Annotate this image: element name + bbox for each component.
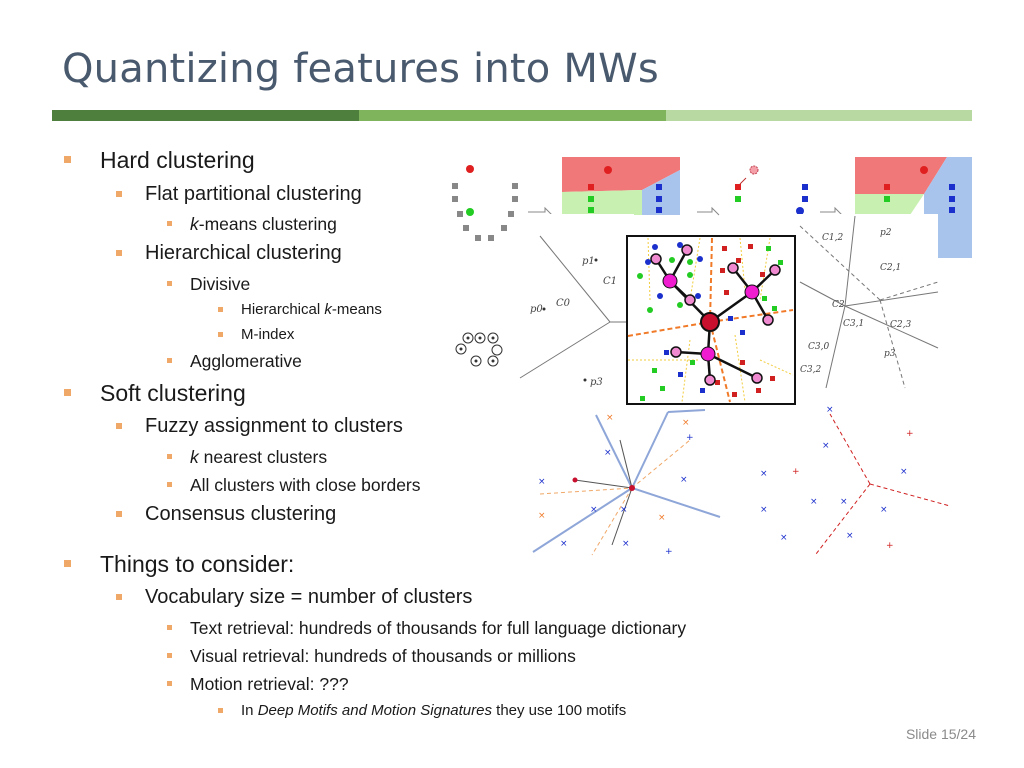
soft-clustering-right-figure: × + × × × + × × × × × × + — [760, 405, 951, 555]
bullet-vocab-size: Vocabulary size = number of clusters — [116, 586, 472, 609]
label-p3-left: p3 — [590, 377, 603, 388]
hierarchical-kmeans-figure — [626, 235, 796, 405]
bullet-motion-retrieval: Motion retrieval: ??? — [167, 674, 349, 695]
bullet-marker — [167, 221, 172, 226]
bullet-hard-clustering: Hard clustering — [64, 147, 255, 174]
bullet-marker — [218, 332, 223, 337]
svg-text:×: × — [604, 448, 612, 458]
kmeans-step-3-figure — [735, 165, 808, 215]
svg-text:+: + — [665, 547, 673, 557]
bullet-marker — [116, 594, 122, 600]
svg-text:×: × — [846, 531, 854, 541]
svg-text:×: × — [680, 475, 688, 485]
label-p2: p2 — [880, 228, 892, 238]
svg-text:×: × — [760, 469, 768, 479]
soft-clustering-left-figure: × × + × × × × × × × × × + — [532, 409, 721, 557]
bullet-marker — [64, 560, 71, 567]
bullet-marker — [167, 681, 172, 686]
bullet-marker — [167, 653, 172, 658]
svg-text:×: × — [780, 533, 788, 543]
kmeans-step-2-figure — [562, 157, 680, 215]
label-c21: C2,1 — [880, 263, 901, 273]
label-c31: C3,1 — [843, 319, 864, 329]
title-underline-segment-3 — [666, 110, 972, 121]
label-c2: C2 — [832, 300, 845, 310]
bullet-flat: Flat partitional clustering — [116, 183, 362, 206]
title-underline-segment-2 — [359, 110, 666, 121]
bullet-marker — [116, 511, 122, 517]
bullet-text-retrieval: Text retrieval: hundreds of thousands fo… — [167, 618, 686, 639]
svg-text:×: × — [622, 539, 630, 549]
label-c0: C0 — [556, 298, 571, 309]
bullet-mindex: M-index — [218, 326, 294, 343]
svg-text:×: × — [658, 513, 666, 523]
bullet-k-nearest: k nearest clusters — [167, 447, 327, 468]
svg-text:×: × — [620, 505, 628, 515]
svg-text:×: × — [810, 497, 818, 507]
bullet-fuzzy: Fuzzy assignment to clusters — [116, 415, 403, 438]
bullet-soft-clustering: Soft clustering — [64, 380, 246, 407]
bullet-divisive: Divisive — [167, 274, 250, 295]
bullet-marker — [64, 389, 71, 396]
bullet-hierarchical-kmeans: Hierarchical k-means — [218, 301, 382, 318]
label-p0: p0 — [530, 304, 543, 315]
bullet-marker — [218, 708, 223, 713]
title-underline-segment-1 — [52, 110, 359, 121]
voronoi-right-figure: C1,2 p2 C2,1 C2 C3,1 C2,3 C3,0 p3 C3,2 — [796, 214, 939, 389]
bullet-agglomerative: Agglomerative — [167, 351, 302, 372]
svg-text:×: × — [880, 505, 888, 515]
svg-text:×: × — [826, 405, 834, 415]
svg-text:×: × — [590, 505, 598, 515]
svg-text:+: + — [886, 541, 894, 551]
slide-title: Quantizing features into MWs — [62, 46, 659, 92]
svg-text:×: × — [538, 477, 546, 487]
label-c23: C2,3 — [890, 320, 911, 330]
svg-text:×: × — [560, 539, 568, 549]
bullet-marker — [167, 625, 172, 630]
slide-number: Slide 15/24 — [905, 726, 976, 742]
svg-text:×: × — [760, 505, 768, 515]
bullet-close-borders: All clusters with close borders — [167, 475, 421, 496]
kmeans-step-1-figure — [452, 165, 518, 241]
bullet-visual-retrieval: Visual retrieval: hundreds of thousands … — [167, 646, 576, 667]
bullet-marker — [167, 281, 172, 286]
bullet-kmeans: k-means clustering — [167, 214, 337, 235]
bullet-marker — [218, 307, 223, 312]
bullet-marker — [116, 423, 122, 429]
bullet-deep-motifs: In Deep Motifs and Motion Signatures the… — [218, 702, 626, 719]
svg-text:×: × — [900, 467, 908, 477]
bullet-marker — [167, 454, 172, 459]
svg-text:×: × — [538, 511, 546, 521]
label-c32: C3,2 — [800, 365, 821, 375]
bullet-marker — [167, 482, 172, 487]
voronoi-left-figure: p1 C1 p0 C0 p3 — [516, 214, 634, 388]
bullet-marker — [64, 156, 71, 163]
svg-text:+: + — [906, 429, 914, 439]
bullet-hierarchical: Hierarchical clustering — [116, 242, 342, 265]
bullet-marker — [116, 250, 122, 256]
svg-text:×: × — [682, 418, 690, 428]
circled-points-figure — [455, 332, 503, 367]
label-c12: C1,2 — [822, 233, 843, 243]
label-c1: C1 — [603, 276, 617, 287]
svg-text:×: × — [840, 497, 848, 507]
bullet-things-to-consider: Things to consider: — [64, 551, 294, 578]
svg-text:×: × — [822, 441, 830, 451]
svg-text:×: × — [606, 413, 614, 423]
bullet-marker — [116, 191, 122, 197]
bullet-consensus: Consensus clustering — [116, 503, 336, 526]
label-c30: C3,0 — [808, 342, 829, 352]
svg-text:+: + — [686, 433, 694, 443]
svg-text:+: + — [792, 467, 800, 477]
label-p1: p1 — [582, 256, 595, 267]
bullet-marker — [167, 358, 172, 363]
label-p3-right: p3 — [884, 349, 896, 359]
